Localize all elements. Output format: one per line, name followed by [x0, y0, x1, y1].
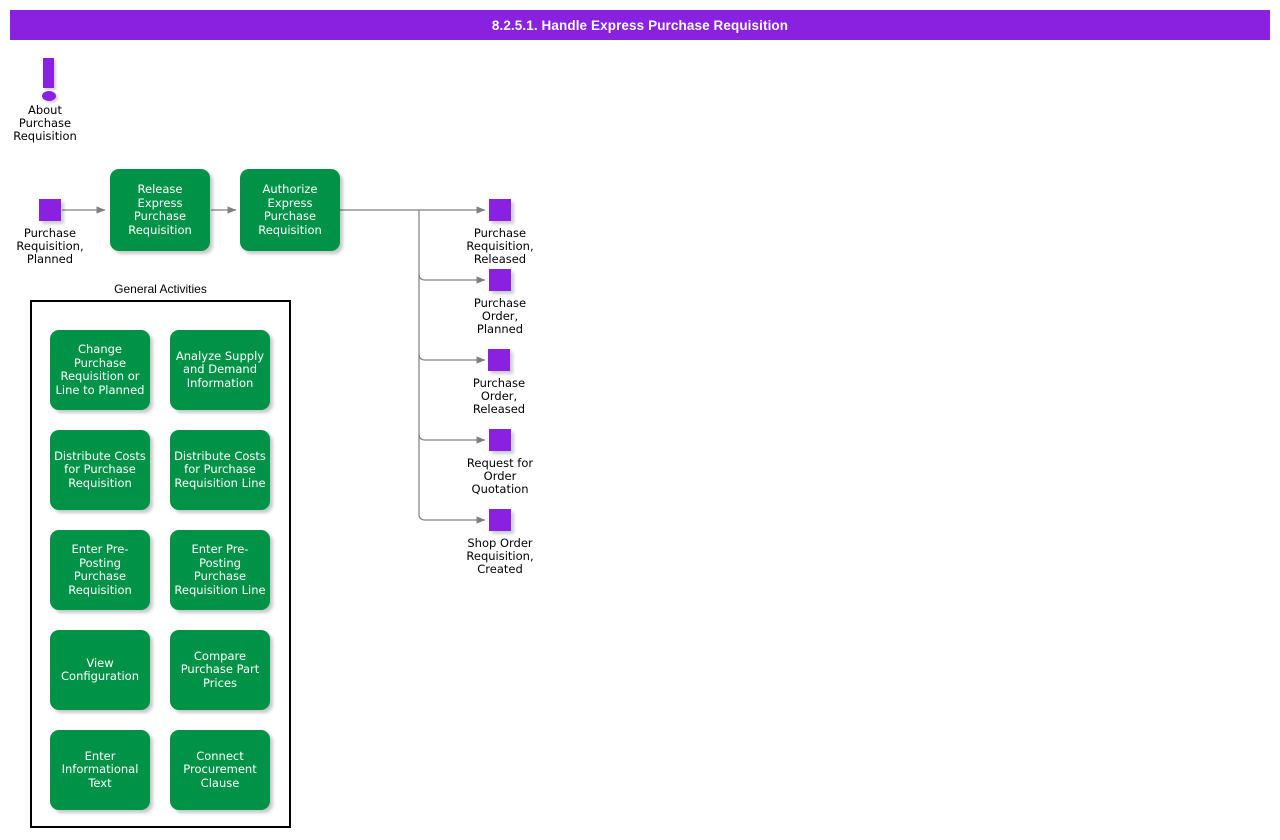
activity-distribute-costs-for-purchase-requisition[interactable]: Distribute Costs for Purchase Requisitio…	[50, 430, 150, 510]
about-purchase-requisition-node[interactable]: About Purchase Requisition	[5, 58, 85, 143]
activity-label: Distribute Costs for Purchase Requisitio…	[174, 448, 266, 490]
activity-label: Change Purchase Requisition or Line to P…	[55, 342, 145, 397]
exclamation-dot	[41, 91, 56, 101]
state-square-icon	[489, 429, 511, 451]
state-square-icon	[489, 509, 511, 531]
activity-label: Connect Procurement Clause	[183, 748, 257, 790]
activity-view-configuration[interactable]: View Configuration	[50, 630, 150, 710]
state-label: Purchase Order, Released	[472, 376, 526, 416]
state-square-icon	[488, 349, 510, 371]
state-node-shop-order-requisition-created[interactable]: Shop Order Requisition, Created	[460, 509, 540, 576]
activity-label: Release Express Purchase Requisition	[128, 182, 192, 237]
activity-connect-procurement-clause[interactable]: Connect Procurement Clause	[170, 730, 270, 810]
activity-authorize-express-purchase-requisition[interactable]: Authorize Express Purchase Requisition	[240, 169, 340, 251]
about-label: About Purchase Requisition	[13, 103, 77, 143]
state-label: Purchase Requisition, Planned	[16, 226, 84, 266]
activity-label: Compare Purchase Part Prices	[180, 648, 260, 690]
state-node-purchase-order-planned[interactable]: Purchase Order, Planned	[460, 269, 540, 336]
activity-label: Authorize Express Purchase Requisition	[258, 182, 322, 237]
state-node-purchase-requisition-planned[interactable]: Purchase Requisition, Planned	[10, 199, 90, 266]
state-node-purchase-order-released[interactable]: Purchase Order, Released	[459, 349, 539, 416]
page-title-bar: 8.2.5.1. Handle Express Purchase Requisi…	[10, 10, 1270, 40]
activity-change-purchase-requisition-or-line-to-planned[interactable]: Change Purchase Requisition or Line to P…	[50, 330, 150, 410]
state-square-icon	[39, 199, 61, 221]
exclamation-bar	[43, 58, 54, 88]
activity-label: Distribute Costs for Purchase Requisitio…	[54, 448, 146, 490]
general-activities-title: General Activities	[114, 282, 207, 296]
activity-label: Enter Pre- Posting Purchase Requisition …	[174, 542, 266, 597]
activity-label: Analyze Supply and Demand Information	[175, 348, 265, 390]
activity-label: Enter Pre- Posting Purchase Requisition	[68, 542, 132, 597]
state-node-purchase-requisition-released[interactable]: Purchase Requisition, Released	[460, 199, 540, 266]
state-square-icon	[489, 269, 511, 291]
activity-enter-pre-posting-purchase-requisition-line[interactable]: Enter Pre- Posting Purchase Requisition …	[170, 530, 270, 610]
state-label: Purchase Requisition, Released	[466, 226, 534, 266]
activity-distribute-costs-for-purchase-requisition-line[interactable]: Distribute Costs for Purchase Requisitio…	[170, 430, 270, 510]
page-title: 8.2.5.1. Handle Express Purchase Requisi…	[491, 17, 789, 33]
activity-compare-purchase-part-prices[interactable]: Compare Purchase Part Prices	[170, 630, 270, 710]
activity-label: View Configuration	[61, 655, 139, 683]
activity-label: Enter Informational Text	[61, 748, 139, 790]
exclamation-icon	[5, 58, 85, 104]
activity-enter-informational-text[interactable]: Enter Informational Text	[50, 730, 150, 810]
state-label: Purchase Order, Planned	[473, 296, 527, 336]
activity-analyze-supply-and-demand-information[interactable]: Analyze Supply and Demand Information	[170, 330, 270, 410]
activity-enter-pre-posting-purchase-requisition[interactable]: Enter Pre- Posting Purchase Requisition	[50, 530, 150, 610]
state-square-icon	[489, 199, 511, 221]
activity-release-express-purchase-requisition[interactable]: Release Express Purchase Requisition	[110, 169, 210, 251]
state-label: Request for Order Quotation	[466, 456, 534, 496]
state-node-request-for-order-quotation[interactable]: Request for Order Quotation	[460, 429, 540, 496]
state-label: Shop Order Requisition, Created	[466, 536, 534, 576]
